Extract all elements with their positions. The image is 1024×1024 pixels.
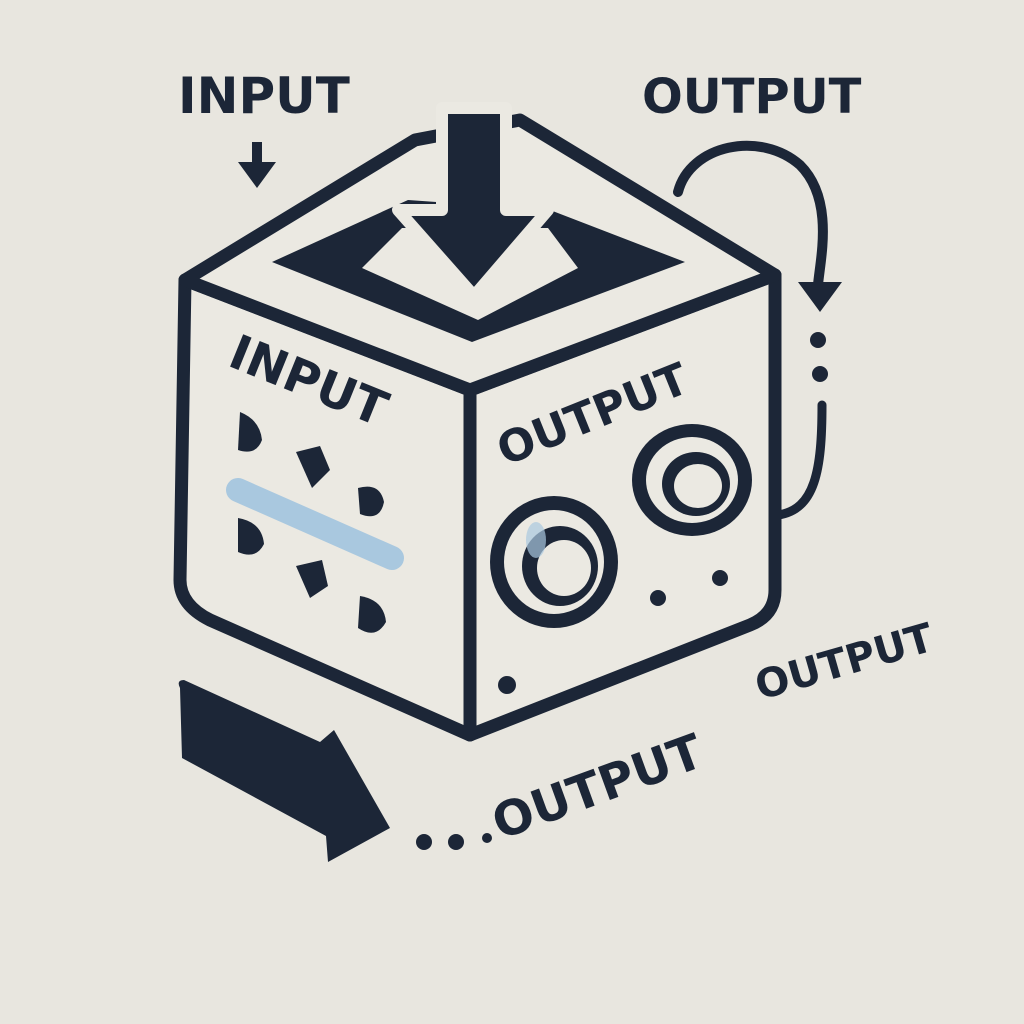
right-face-dots xyxy=(498,570,728,694)
large-dial-knob-icon xyxy=(632,424,752,536)
output-bottom-label-2: OUTPUT xyxy=(750,615,939,710)
output-top-label: OUTPUT xyxy=(642,69,862,125)
vertical-dots xyxy=(810,332,828,382)
small-down-arrow-icon xyxy=(238,142,276,188)
cube-left-face xyxy=(173,273,477,742)
input-top-label: INPUT xyxy=(178,67,350,125)
output-bottom-label-1: OUTPUT xyxy=(485,724,711,852)
side-connector-line xyxy=(773,400,827,520)
curved-arrow-icon xyxy=(673,140,828,290)
small-dial-knob-icon xyxy=(490,496,618,628)
bottom-right-arrow-icon xyxy=(178,680,390,862)
blue-slider-bar xyxy=(226,478,404,570)
curved-arrow-head-icon xyxy=(798,282,842,312)
left-face-decorations xyxy=(238,412,386,633)
bottom-dots xyxy=(416,833,492,850)
big-down-arrow-icon xyxy=(392,102,554,302)
